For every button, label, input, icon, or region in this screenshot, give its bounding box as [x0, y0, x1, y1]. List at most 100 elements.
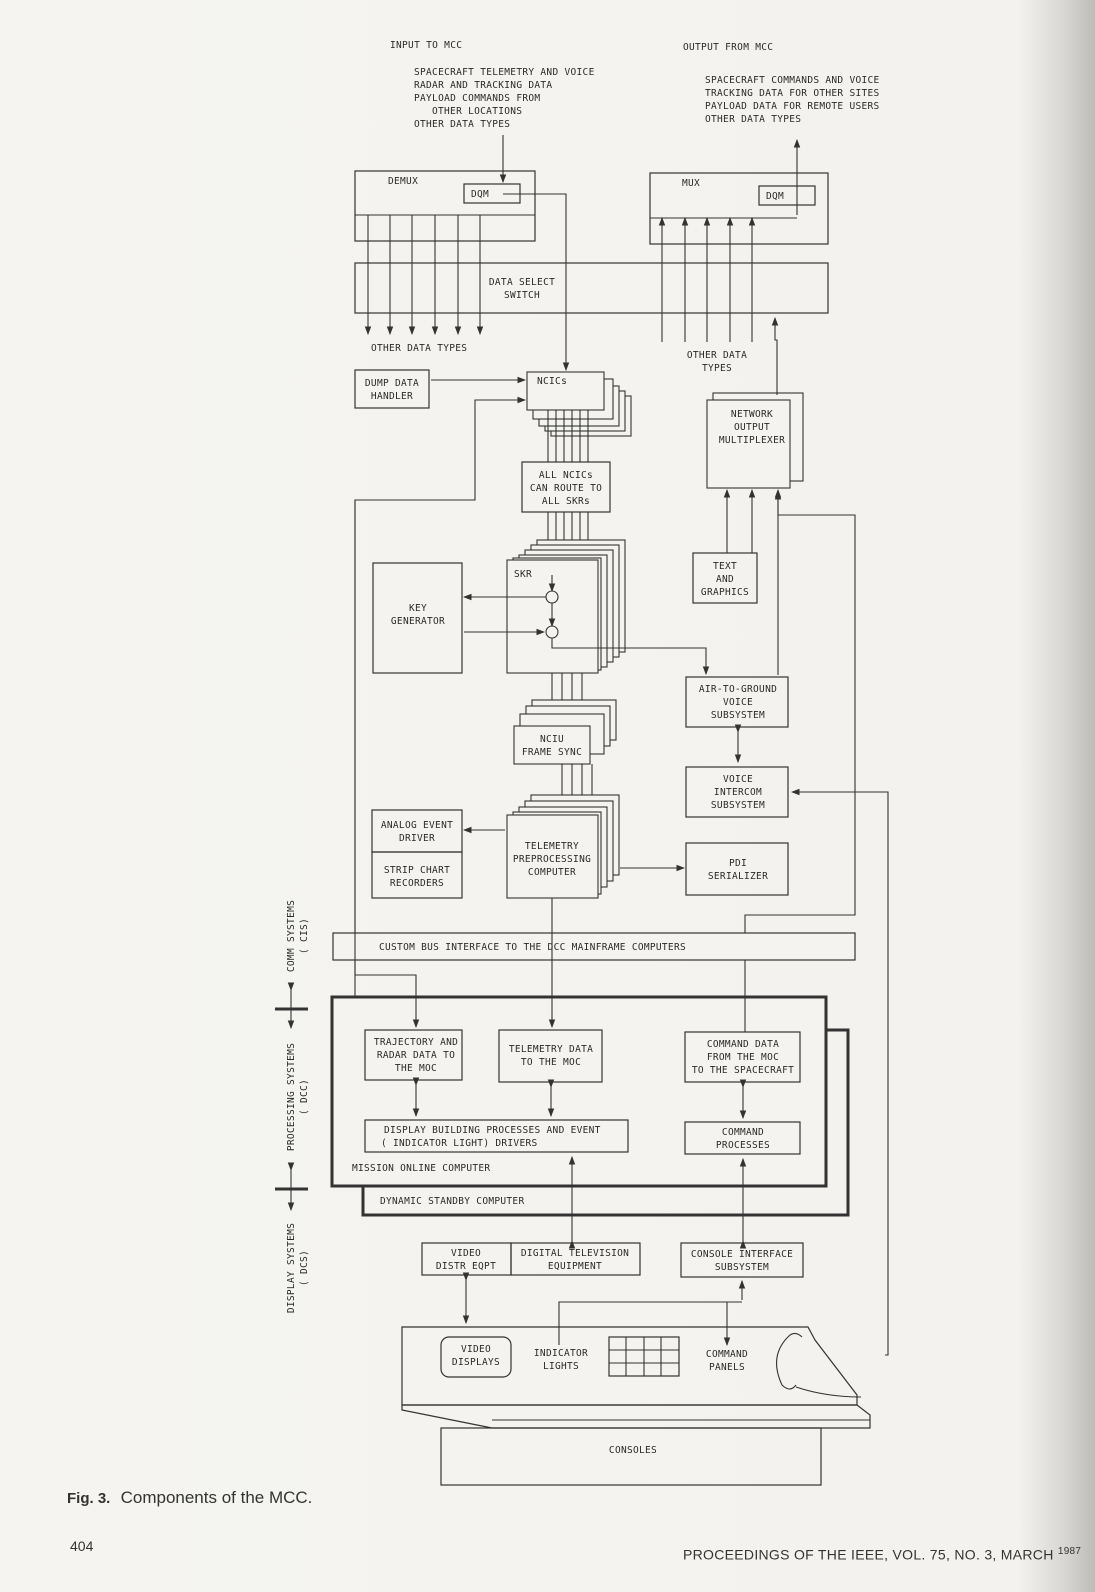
analog-event-driver-box — [371, 809, 463, 853]
nciu-label: NCIU — [540, 734, 564, 745]
display-building-label: ( INDICATOR LIGHT) DRIVERS — [381, 1138, 538, 1149]
telemetry-data-label: TO THE MOC — [521, 1057, 581, 1068]
console-interface-label: CONSOLE INTERFACE — [691, 1249, 793, 1260]
strip-chart-box — [371, 851, 463, 899]
other-data-types-left: OTHER DATA TYPES — [371, 343, 467, 354]
output-item: OTHER DATA TYPES — [705, 114, 801, 125]
network-output-label: MULTIPLEXER — [719, 435, 785, 446]
nciu-label: FRAME SYNC — [522, 747, 582, 758]
telemetry-data-label: TELEMETRY DATA — [509, 1044, 593, 1055]
mux-box — [649, 172, 829, 245]
mux-label: MUX — [682, 178, 700, 189]
page-number: 404 — [70, 1538, 94, 1554]
command-processes-label: COMMAND — [722, 1127, 764, 1138]
input-item: SPACECRAFT TELEMETRY AND VOICE — [414, 67, 595, 78]
voice-intercom-label: SUBSYSTEM — [711, 800, 765, 811]
telemetry-preprocessing-stack — [506, 794, 620, 899]
trajectory-label: THE MOC — [395, 1063, 437, 1074]
console-interface-box — [680, 1242, 804, 1278]
indicator-lights-grid — [608, 1336, 680, 1377]
indicator-lights-label: INDICATOR — [534, 1348, 588, 1359]
key-generator-label: KEY — [409, 603, 427, 614]
air-to-ground-label: SUBSYSTEM — [711, 710, 765, 721]
console-interface-label: SUBSYSTEM — [715, 1262, 769, 1273]
pdi-serializer-label: SERIALIZER — [708, 871, 768, 882]
skr-stack — [506, 539, 626, 674]
tpc-label: COMPUTER — [528, 867, 576, 878]
figure-caption: Fig. 3. Components of the MCC. — [67, 1488, 312, 1508]
network-output-label: OUTPUT — [734, 422, 770, 433]
journal-footer: PROCEEDINGS OF THE IEEE, VOL. 75, NO. 3,… — [683, 1546, 1081, 1563]
output-item: PAYLOAD DATA FOR REMOTE USERS — [705, 101, 880, 112]
side-labels: COMM SYSTEMS ( CIS) PROCESSING SYSTEMS (… — [275, 900, 310, 1313]
all-ncics-label: ALL NCICs — [539, 470, 593, 481]
voice-intercom-label: INTERCOM — [714, 787, 762, 798]
dynamic-standby-label: DYNAMIC STANDBY COMPUTER — [380, 1196, 524, 1207]
command-panels-label: COMMAND — [706, 1349, 748, 1360]
pdi-serializer-label: PDI — [729, 858, 747, 869]
other-data-types-right: TYPES — [702, 363, 732, 374]
other-data-types-right: OTHER DATA — [687, 350, 747, 361]
custom-bus-label: CUSTOM BUS INTERFACE TO THE DCC MAINFRAM… — [379, 942, 686, 953]
output-title: OUTPUT FROM MCC — [683, 42, 773, 53]
all-ncics-label: ALL SKRs — [542, 496, 590, 507]
key-generator-label: GENERATOR — [391, 616, 445, 627]
dump-data-handler-label: DUMP DATA — [365, 378, 419, 389]
text-graphics-label: GRAPHICS — [701, 587, 749, 598]
skr-label: SKR — [514, 569, 532, 580]
command-processes-label: PROCESSES — [716, 1140, 770, 1151]
display-building-box — [364, 1119, 629, 1153]
command-data-label: TO THE SPACECRAFT — [692, 1065, 794, 1076]
side-comm-label: ( CIS) — [299, 918, 310, 954]
journal-name: PROCEEDINGS OF THE IEEE, VOL. 75, NO. 3,… — [683, 1546, 1054, 1563]
digital-tv-box — [510, 1242, 641, 1276]
input-item: OTHER DATA TYPES — [414, 119, 510, 130]
demux-output-lines — [355, 214, 535, 336]
dynamic-standby-computer-frame — [361, 1028, 850, 1217]
caption-text: Components of the MCC. — [120, 1488, 313, 1507]
journal-year: 1987 — [1057, 1546, 1082, 1557]
text-graphics-label: AND — [716, 574, 734, 585]
output-item: TRACKING DATA FOR OTHER SITES — [705, 88, 880, 99]
all-ncics-label: CAN ROUTE TO — [530, 483, 602, 494]
network-output-multiplexer-box — [706, 399, 791, 489]
video-displays-label: DISPLAYS — [452, 1357, 500, 1368]
mux-input-lines — [650, 216, 797, 342]
dump-data-handler-box — [354, 369, 430, 409]
digital-tv-label: EQUIPMENT — [548, 1261, 602, 1272]
side-display-label: ( DCS) — [299, 1250, 310, 1286]
custom-bus-box — [332, 932, 856, 961]
skr-encrypt-node — [545, 625, 559, 639]
input-item: OTHER LOCATIONS — [432, 106, 522, 117]
analog-event-label: ANALOG EVENT — [381, 820, 453, 831]
strip-chart-label: RECORDERS — [390, 878, 444, 889]
all-ncics-box — [521, 461, 611, 513]
tpc-label: TELEMETRY — [525, 841, 579, 852]
input-item: PAYLOAD COMMANDS FROM — [414, 93, 540, 104]
air-to-ground-label: AIR-TO-GROUND — [699, 684, 777, 695]
voice-intercom-label: VOICE — [723, 774, 753, 785]
demux-label: DEMUX — [388, 176, 418, 187]
side-processing-label: ( DCC) — [299, 1079, 310, 1115]
output-item: SPACECRAFT COMMANDS AND VOICE — [705, 75, 880, 86]
caption-label: Fig. 3. — [67, 1490, 111, 1507]
video-displays-label: VIDEO — [461, 1344, 491, 1355]
mission-online-computer-frame — [330, 995, 828, 1188]
mission-online-label: MISSION ONLINE COMPUTER — [352, 1163, 490, 1174]
ncics-stack — [526, 371, 632, 437]
video-displays-shape — [440, 1336, 512, 1378]
air-to-ground-label: VOICE — [723, 697, 753, 708]
indicator-lights-label: LIGHTS — [543, 1361, 579, 1372]
command-processes-box — [684, 1121, 801, 1155]
side-comm-label: COMM SYSTEMS — [286, 900, 297, 972]
digital-tv-label: DIGITAL TELEVISION — [521, 1248, 629, 1259]
video-distr-label: DISTR EQPT — [436, 1261, 496, 1272]
voice-intercom-box — [685, 766, 789, 818]
text-and-graphics-box — [692, 552, 758, 604]
demux-box — [354, 170, 536, 242]
console-illustration — [401, 1326, 871, 1486]
headset-icon — [776, 1332, 862, 1398]
consoles-label: CONSOLES — [609, 1445, 657, 1456]
